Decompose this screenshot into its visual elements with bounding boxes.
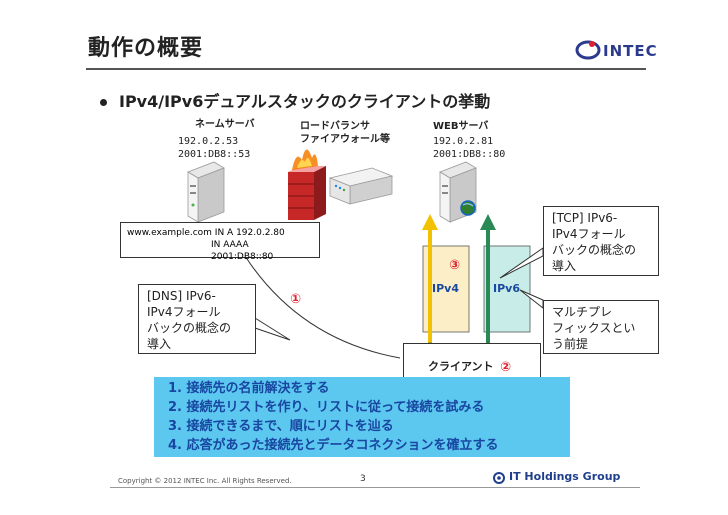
bullet-dot — [100, 99, 107, 106]
tcp-callout-line: [TCP] IPv6- — [552, 211, 618, 225]
step-marker-1: ① — [290, 292, 302, 307]
ipv4-path-label: IPv4 — [432, 282, 459, 295]
tcp-callout: [TCP] IPv6- IPv4フォール バックの概念の 導入 — [543, 206, 659, 276]
multiprefix-callout-line: う前提 — [552, 337, 589, 351]
step-marker-3: ③ — [449, 258, 461, 273]
step-item: 3. 接続できるまで、順にリストを辿る — [168, 419, 394, 434]
steps-box: 1. 接続先の名前解決をする 2. 接続先リストを作り、リストに従って接続を試み… — [154, 377, 570, 457]
copyright: Copyright © 2012 INTEC Inc. All Rights R… — [118, 477, 292, 485]
step-item: 1. 接続先の名前解決をする — [168, 381, 330, 396]
step-item: 4. 応答があった接続先とデータコネクションを確立する — [168, 438, 499, 453]
ipv6-path-box — [483, 245, 531, 333]
it-holdings-icon — [493, 472, 505, 484]
web-server-ipv6: 2001:DB8::80 — [433, 149, 506, 160]
dns-query-curve — [244, 255, 401, 359]
web-server-icon — [439, 161, 477, 223]
multiprefix-callout-line: フィックスとい — [552, 321, 636, 335]
page-title: 動作の概要 — [88, 36, 204, 61]
dns-callout: [DNS] IPv6- IPv4フォール バックの概念の 導入 — [138, 284, 256, 354]
tcp-callout-line: バックの概念の — [552, 243, 637, 257]
step-marker-2: ② — [500, 360, 512, 375]
intec-swoosh — [575, 40, 601, 60]
load-balancer-label-2: ファイアウォール等 — [300, 134, 390, 145]
dns-callout-line: [DNS] IPv6- — [147, 289, 216, 303]
name-server-label: ネームサーバ — [195, 119, 255, 130]
name-server-ipv4: 192.0.2.53 — [178, 136, 239, 147]
dns-record-a: www.example.com IN A 192.0.2.80 — [127, 228, 285, 238]
tcp-callout-line: IPv4フォール — [552, 227, 626, 241]
intec-dot — [589, 41, 595, 47]
step-item: 2. 接続先リストを作り、リストに従って接続を試みる — [168, 400, 485, 415]
ipv6-path-label: IPv6 — [493, 282, 520, 295]
intec-logo — [575, 40, 601, 60]
load-balancer-label-1: ロードバランサ — [300, 121, 370, 132]
name-server-icon — [187, 161, 225, 223]
tcp-callout-line: 導入 — [552, 259, 577, 273]
dns-callout-line: 導入 — [147, 337, 172, 351]
page-number: 3 — [360, 474, 366, 484]
client-box — [403, 343, 541, 379]
dns-record-aaaa: IN AAAA 2001:DB8::80 — [211, 240, 274, 262]
bullet-heading: IPv4/IPv6デュアルスタックのクライアントの挙動 — [100, 88, 490, 112]
title-divider — [86, 68, 646, 70]
web-server-label: WEBサーバ — [433, 121, 489, 132]
intec-logo-text: INTEC — [603, 42, 658, 60]
dns-callout-tail — [254, 317, 291, 341]
web-server-ipv4: 192.0.2.81 — [433, 136, 494, 147]
dns-callout-line: バックの概念の — [147, 321, 232, 335]
it-holdings-logo: IT Holdings Group — [509, 470, 621, 483]
footer-divider — [110, 487, 640, 488]
ipv6-arrow-head — [480, 214, 496, 230]
firewall-icon — [288, 149, 326, 220]
load-balancer-icon — [328, 167, 394, 205]
dns-record-box: www.example.com IN A 192.0.2.80 IN AAAA … — [120, 222, 320, 262]
name-server-ipv6: 2001:DB8::53 — [178, 149, 251, 160]
client-label: クライアント — [428, 360, 494, 373]
bullet-text: IPv4/IPv6デュアルスタックのクライアントの挙動 — [119, 92, 491, 111]
multiprefix-callout: マルチプレ フィックスとい う前提 — [543, 300, 659, 354]
dns-callout-line: IPv4フォール — [147, 305, 221, 319]
ipv4-arrow-head — [422, 214, 438, 230]
multiprefix-callout-line: マルチプレ — [552, 305, 613, 319]
